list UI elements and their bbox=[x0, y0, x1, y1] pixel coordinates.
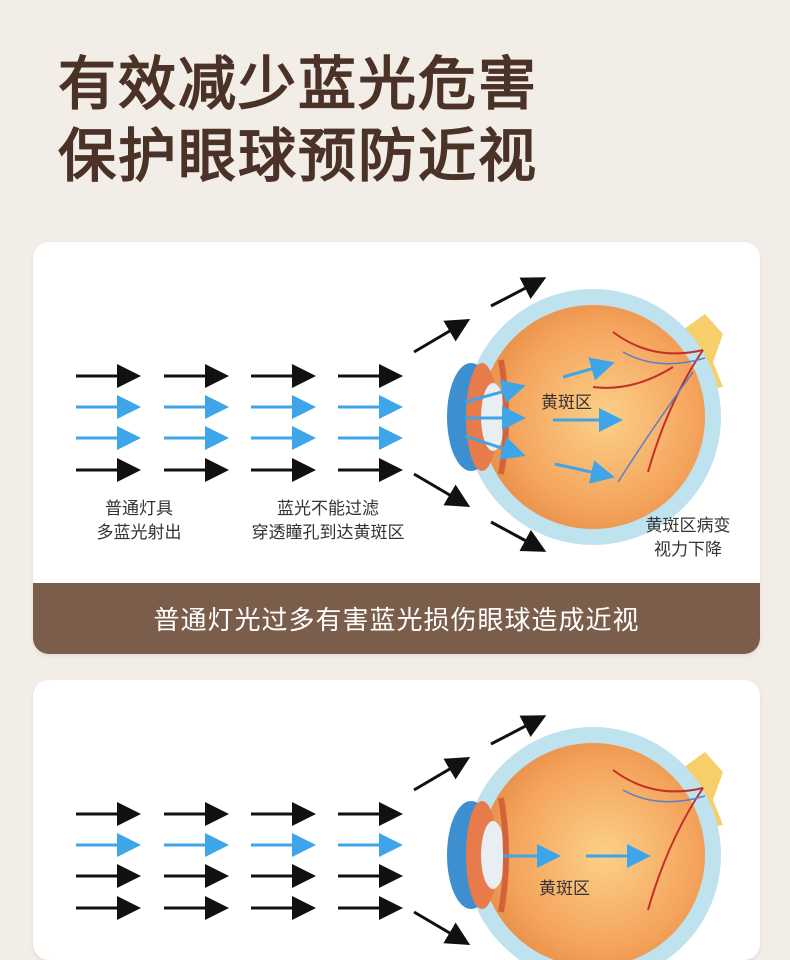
penetrating-blue-rays bbox=[464, 357, 623, 484]
incoming-light-rays bbox=[76, 802, 403, 920]
filter-label: 蓝光不能过滤 穿透瞳孔到达黄斑区 bbox=[251, 499, 405, 543]
protection-card: 黄斑区 bbox=[33, 680, 760, 960]
incoming-light-rays bbox=[76, 364, 403, 482]
light-source-label: 普通灯具 多蓝光射出 bbox=[96, 499, 182, 543]
macula-label: 黄斑区 bbox=[539, 879, 590, 899]
eyeball-illustration bbox=[447, 289, 723, 545]
eye-diagram bbox=[76, 715, 723, 960]
eyeball-illustration bbox=[447, 727, 723, 960]
damage-result-label: 黄斑区病变 视力下降 bbox=[645, 516, 731, 560]
eye-diagram bbox=[76, 277, 723, 552]
headline: 有效减少蓝光危害 保护眼球预防近视 bbox=[58, 48, 538, 192]
blue-light-damage-card: 普通灯具 多蓝光射出 蓝光不能过滤 穿透瞳孔到达黄斑区 黄斑区 黄斑区病变 视力… bbox=[33, 242, 760, 654]
headline-line-2: 保护眼球预防近视 bbox=[58, 122, 539, 190]
banner: 普通灯光过多有害蓝光损伤眼球造成近视 bbox=[33, 583, 760, 654]
headline-line-1: 有效减少蓝光危害 bbox=[58, 50, 539, 118]
macula-label: 黄斑区 bbox=[541, 393, 592, 413]
reflected-rays bbox=[413, 277, 547, 552]
